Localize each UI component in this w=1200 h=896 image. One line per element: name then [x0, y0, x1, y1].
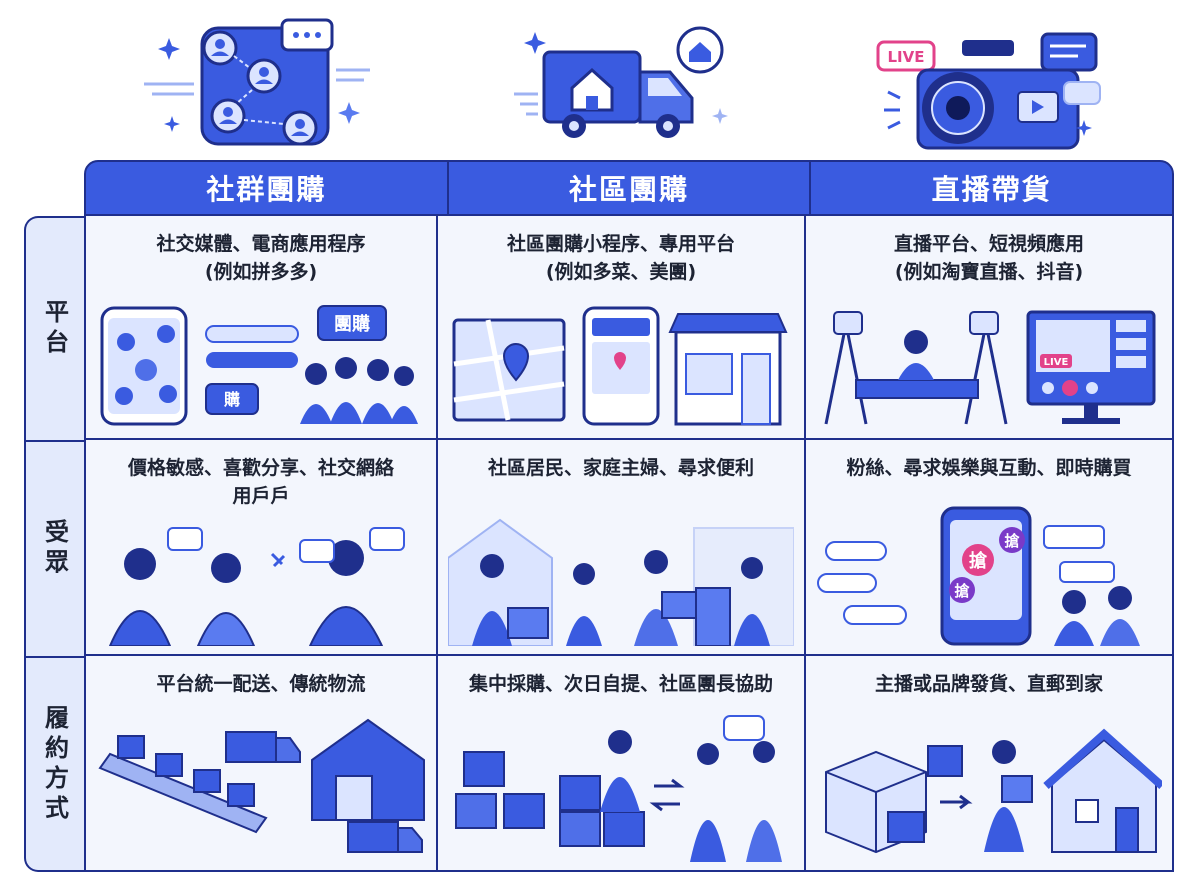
fans-grab-illustration: 搶 搶 搶: [817, 506, 1140, 646]
row-header-platform: 平台: [40, 299, 69, 359]
group-buy-bubble-label: 團購: [334, 313, 370, 335]
cell-text: 社區團購小程序、專用平台 (例如多菜、美團): [506, 233, 735, 283]
screen-live-label: LIVE: [1044, 357, 1069, 368]
delivery-truck-icon: [514, 26, 728, 138]
comparison-table: 社群團購 社區團購 直播帶貨 平台 受眾 履約方式 社交媒體、電商應用程序 (例…: [24, 160, 1174, 872]
social-network-icon: [144, 18, 370, 146]
delivery-hero: [510, 0, 740, 160]
cell-platform-community: 社區團購小程序、專用平台 (例如多菜、美團): [438, 216, 804, 438]
grab-label: 搶: [969, 550, 987, 572]
cell-platform-live: 直播平台、短視頻應用 (例如淘寶直播、抖音) LIVE: [806, 216, 1172, 438]
row-header-audience: 受眾: [40, 519, 69, 579]
community-residents-illustration: [448, 518, 794, 646]
grab-label: 搶: [1004, 532, 1019, 550]
live-camera-icon: LIVE: [876, 32, 1101, 150]
row-header-fulfillment: 履約方式: [40, 705, 69, 825]
cell-fulfillment-live: 主播或品牌發貨、直郵到家: [806, 656, 1172, 870]
pickup-illustration: [455, 715, 782, 862]
cell-text: 社交媒體、電商應用程序 (例如拼多多): [156, 233, 366, 283]
cell-text: 價格敏感、喜歡分享、社交網絡 用戶戶: [127, 457, 394, 507]
table-body: 社交媒體、電商應用程序 (例如拼多多) 購 團購 社區團購小程序、專用平台 (例…: [84, 216, 1174, 872]
conveyor-warehouse-illustration: [98, 718, 425, 853]
cell-text: 主播或品牌發貨、直郵到家: [874, 673, 1103, 695]
column-header-row: 社群團購 社區團購 直播帶貨: [84, 160, 1174, 216]
phone-group-buy-illustration: 購 團購: [100, 305, 418, 426]
cell-fulfillment-social: 平台統一配送、傳統物流: [86, 656, 436, 870]
buy-label: 購: [223, 390, 240, 409]
cell-platform-social: 社交媒體、電商應用程序 (例如拼多多) 購 團購: [86, 216, 436, 438]
column-header-social-group-buy: 社群團購: [86, 162, 449, 214]
cell-text: 平台統一配送、傳統物流: [156, 673, 366, 695]
column-header-live-commerce: 直播帶貨: [931, 173, 1052, 206]
cell-audience-live: 粉絲、尋求娛樂與互動、即時購買 搶 搶 搶: [806, 440, 1172, 654]
home-delivery-illustration: [825, 728, 1162, 854]
cell-text: 粉絲、尋求娛樂與互動、即時購買: [846, 457, 1132, 479]
sharing-people-illustration: [108, 527, 405, 646]
column-header-community-group-buy: 社區團購: [449, 162, 812, 214]
social-network-hero: [140, 0, 380, 160]
cell-text: 社區居民、家庭主婦、尋求便利: [487, 457, 754, 479]
live-hero: LIVE: [868, 0, 1108, 160]
cell-fulfillment-community: 集中採購、次日自提、社區團長協助: [438, 656, 804, 870]
row-header-column: 平台 受眾 履約方式: [24, 216, 84, 872]
cell-text: 直播平台、短視頻應用 (例如淘寶直播、抖音): [893, 233, 1084, 283]
grab-label: 搶: [954, 582, 969, 600]
live-studio-illustration: LIVE: [824, 310, 1156, 425]
live-badge: LIVE: [888, 48, 925, 66]
cell-audience-social: 價格敏感、喜歡分享、社交網絡 用戶戶: [86, 440, 436, 654]
cell-audience-community: 社區居民、家庭主婦、尋求便利: [438, 440, 804, 654]
map-phone-store-illustration: [452, 306, 788, 426]
cell-text: 集中採購、次日自提、社區團長協助: [468, 673, 773, 695]
